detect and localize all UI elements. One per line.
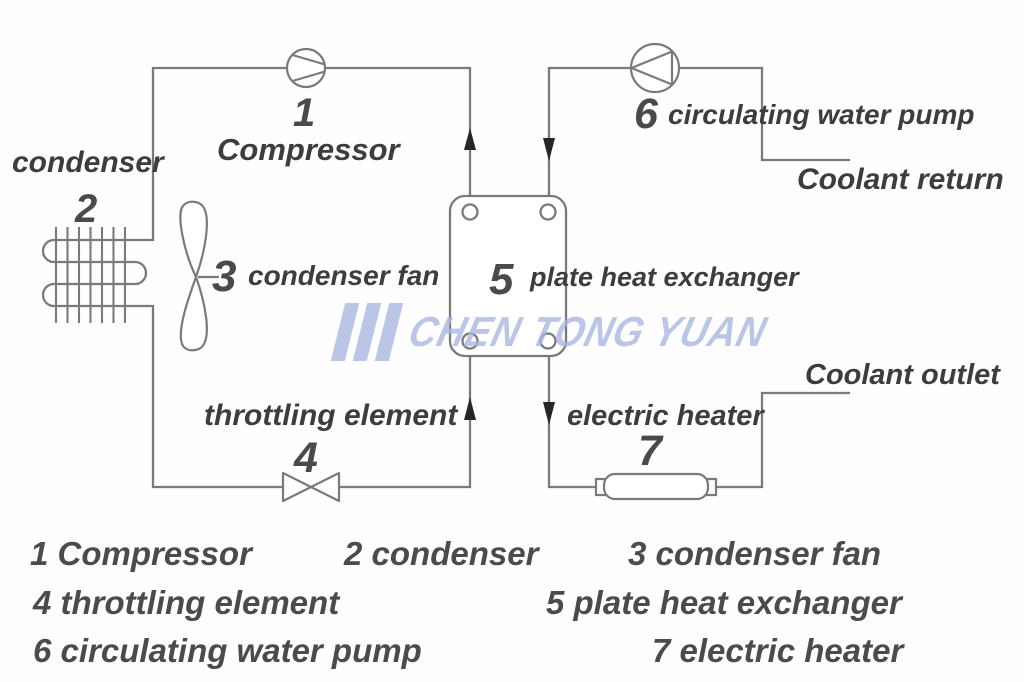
compressor-label: Compressor: [217, 132, 400, 167]
legend-item-circulating-water-pump: 6 circulating water pump: [33, 632, 422, 669]
condenser-coil-icon: [54, 227, 127, 323]
condenser-fan-icon: [179, 200, 219, 352]
condenser-label: condenser: [12, 146, 164, 179]
coolant-outlet-label: Coolant outlet: [805, 359, 1000, 391]
legend-item-electric-heater: 7 electric heater: [652, 632, 904, 669]
plate-heat-exchanger-icon: [448, 194, 568, 358]
legend-item-throttling-element: 4 throttling element: [33, 584, 340, 621]
pump-number: 6: [634, 90, 658, 138]
heater-label: electric heater: [567, 400, 764, 432]
legend-item-condenser-fan: 3 condenser fan: [628, 535, 882, 572]
pump-label: circulating water pump: [668, 99, 975, 130]
fan-label: condenser fan: [248, 260, 440, 291]
throttle-valve-icon: [281, 471, 341, 503]
water-pipe-return: [547, 66, 850, 205]
compressor-number: 1: [293, 91, 316, 135]
fan-number: 3: [212, 252, 237, 301]
legend-item-plate-heat-exchanger: 5 plate heat exchanger: [546, 584, 902, 621]
electric-heater-icon: [594, 472, 718, 501]
legend-item-condenser: 2 condenser: [344, 535, 539, 572]
circulating-pump-icon: [629, 42, 681, 94]
flow-arrow-up-icon: [464, 128, 476, 150]
throttle-label: throttling element: [204, 399, 458, 432]
diagram-linework: [41, 42, 850, 503]
coolant-return-label: Coolant return: [797, 163, 1004, 196]
compressor-icon: [285, 47, 327, 89]
condenser-number: 2: [75, 187, 98, 231]
flow-arrow-down-icon: [543, 138, 555, 161]
flow-arrow-up-icon: [464, 397, 476, 420]
legend-item-compressor: 1 Compressor: [30, 535, 252, 572]
heater-number: 7: [638, 427, 662, 475]
throttle-number: 4: [294, 434, 318, 482]
flow-arrow-down-icon: [543, 402, 555, 425]
water-pipe-outlet: [547, 348, 850, 489]
hx-label: plate heat exchanger: [530, 262, 799, 292]
refrigerant-pipe: [41, 66, 472, 489]
hx-number: 5: [489, 255, 514, 304]
